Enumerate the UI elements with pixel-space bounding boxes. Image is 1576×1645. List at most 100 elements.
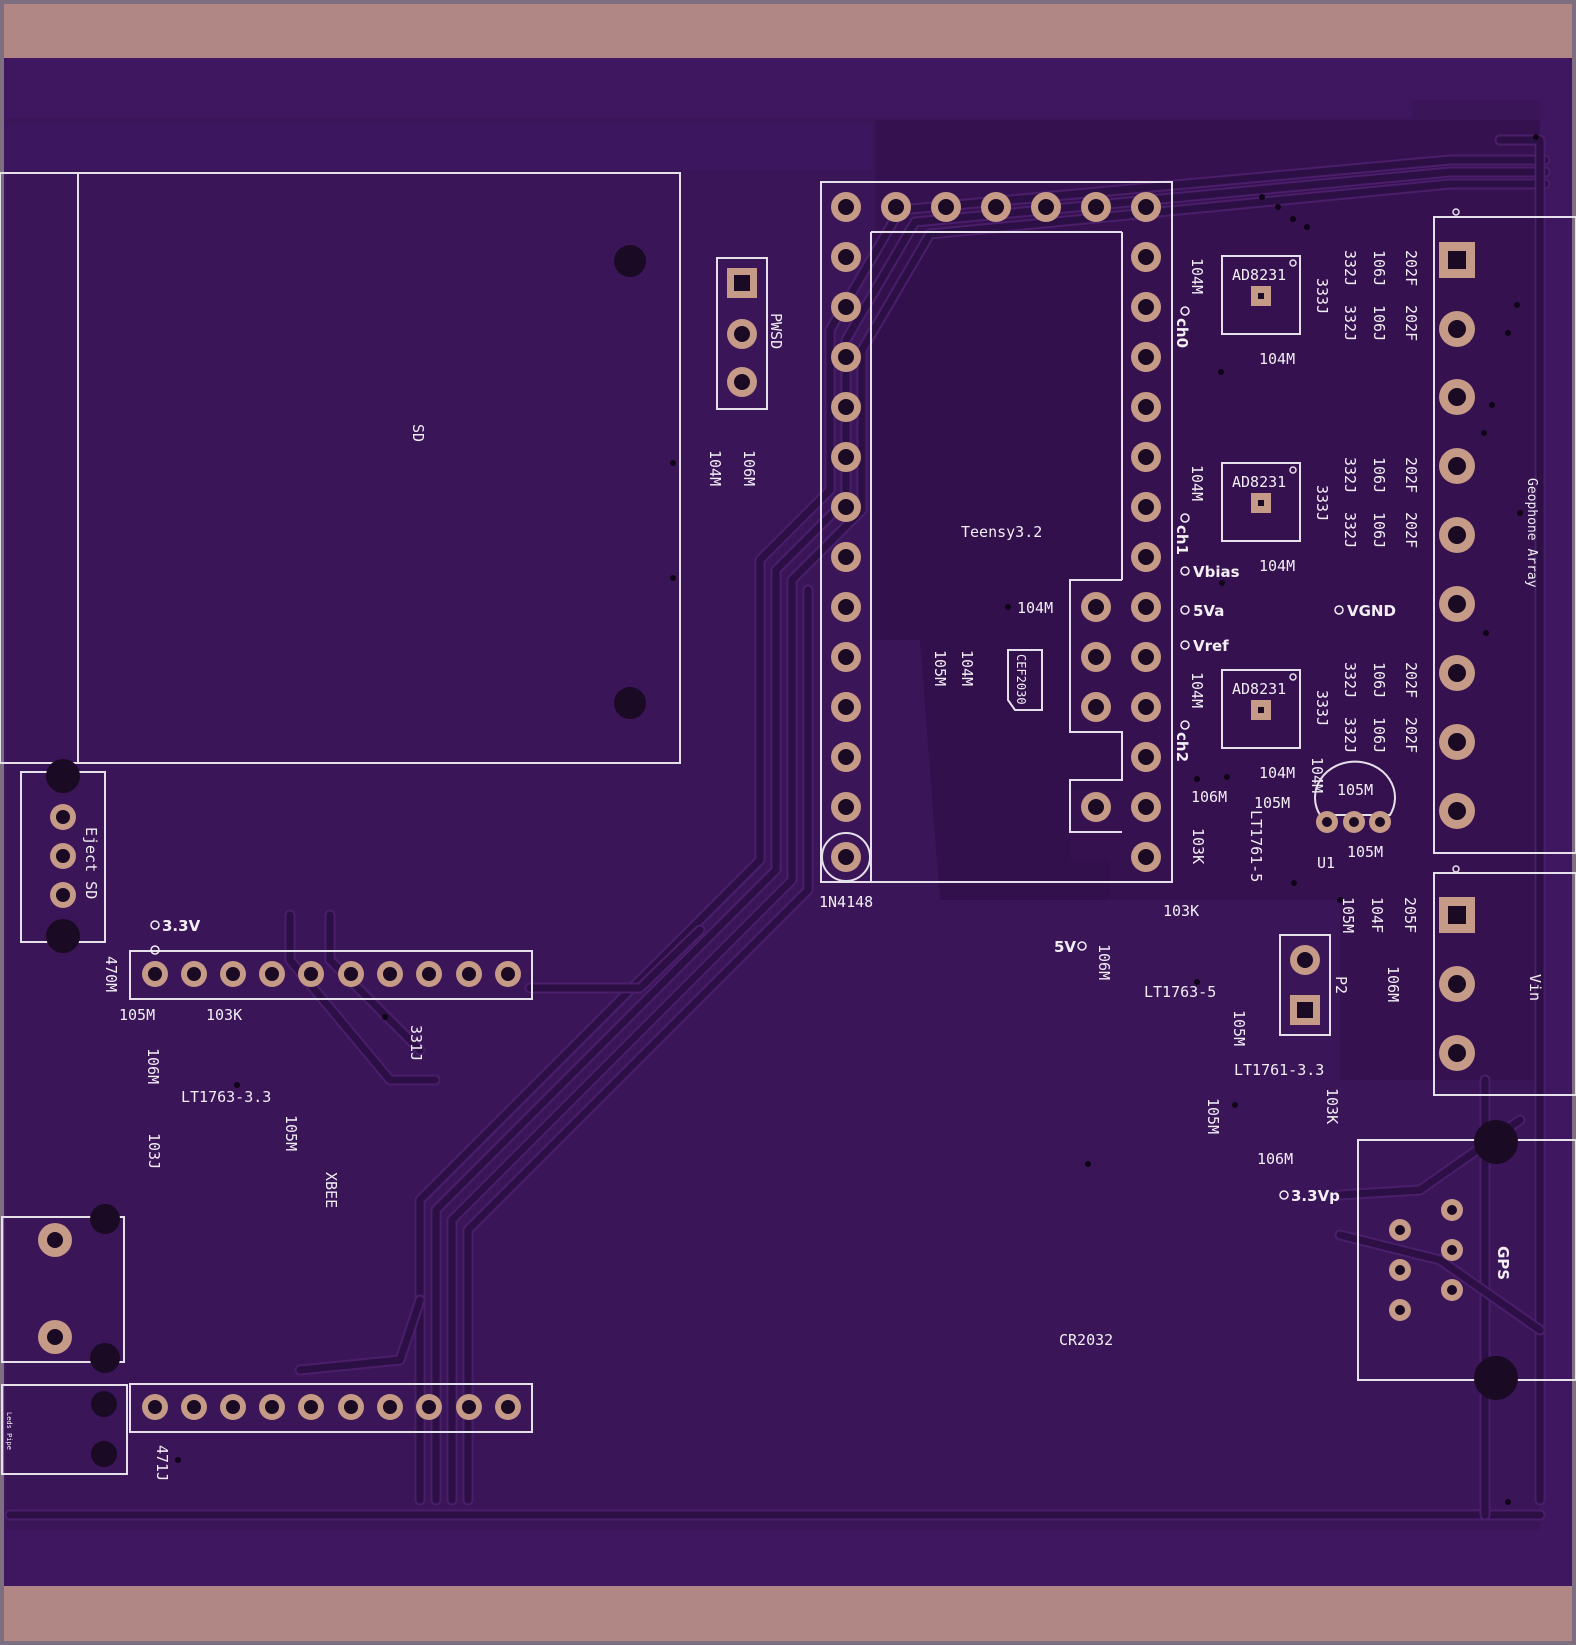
pwsd-header: PWSD: [716, 257, 785, 410]
tp-5va: 5Va: [1193, 602, 1224, 620]
amp-cap-104m-1: 104M: [1259, 557, 1295, 575]
res-103k-b: 103K: [1163, 902, 1199, 920]
cap-104m-sd: 104M: [706, 450, 724, 486]
xbee-header-bottom: [129, 1383, 533, 1433]
bottom-left-connector: [1, 1204, 125, 1373]
amp-passives-1: 333J 332J 332J 106J 106J 202F 202F: [1313, 457, 1420, 548]
amp-cap-104m-2b: 104M: [1188, 672, 1206, 708]
u1-transistor: U1: [1314, 760, 1396, 872]
gps-label: GPS: [1494, 1246, 1512, 1280]
amp-cap-104m-2: 104M: [1259, 764, 1295, 782]
res-332j-0b: 332J: [1341, 305, 1359, 341]
cap-106m-c: 106M: [1095, 944, 1113, 980]
tp-ch2: ch2: [1173, 732, 1191, 762]
res-331j: 331J: [407, 1025, 425, 1061]
res-106j-2a: 106J: [1370, 662, 1388, 698]
res-202f-1a: 202F: [1402, 457, 1420, 493]
res-106j-0b: 106J: [1370, 305, 1388, 341]
cap-104m-u1: 104M: [1308, 757, 1326, 793]
amp-channel-1: AD8231 104M 104M ch1: [1173, 462, 1301, 575]
xbee-header-top: [129, 950, 533, 1000]
cap-106m-b: 106M: [1384, 966, 1402, 1002]
amp-passives-2: 333J 332J 332J 106J 106J 202F 202F: [1313, 662, 1420, 753]
cef2030-label: CEF2030: [1014, 654, 1028, 705]
teensy-pins-left: [821, 242, 871, 882]
vin-label: Vin: [1526, 974, 1544, 1001]
eject-sd-label: Eject SD: [82, 827, 100, 899]
leds-pipe-label: Leds Pipe: [5, 1412, 13, 1450]
res-106j-0a: 106J: [1370, 250, 1388, 286]
cap-470m: 470M: [102, 956, 120, 992]
res-202f-0b: 202F: [1402, 305, 1420, 341]
amp-passives-0: 333J 332J 332J 106J 106J 202F 202F: [1313, 250, 1420, 341]
amp-label-0: AD8231: [1232, 266, 1286, 284]
cap-105m-c: 105M: [1230, 1010, 1248, 1046]
teensy-module: Teensy3.2 1N4148: [819, 181, 1173, 911]
xbee-label: XBEE: [322, 1172, 340, 1208]
res-333j-2: 333J: [1313, 690, 1331, 726]
amp-label-1: AD8231: [1232, 473, 1286, 491]
amp-label-2: AD8231: [1232, 680, 1286, 698]
cap-106m-d: 106M: [1257, 1150, 1293, 1168]
res-333j-0: 333J: [1313, 278, 1331, 314]
teensy-label: Teensy3.2: [961, 523, 1042, 541]
tp-vbias: Vbias: [1193, 563, 1240, 581]
res-106j-1a: 106J: [1370, 457, 1388, 493]
res-333j-1: 333J: [1313, 485, 1331, 521]
tp-3v3: 3.3V: [162, 917, 201, 935]
cap-105m-a: 105M: [1254, 794, 1290, 812]
cap-105m-l: 105M: [119, 1006, 155, 1024]
res-332j-1a: 332J: [1341, 457, 1359, 493]
cap-104f: 104F: [1368, 897, 1386, 933]
res-332j-1b: 332J: [1341, 512, 1359, 548]
p2-label: P2: [1332, 976, 1350, 994]
amp-cap-104m-1b: 104M: [1188, 465, 1206, 501]
test-points-mid: Vbias 5Va Vref VGND 5V 3.3V 3.3Vp: [150, 563, 1396, 1205]
res-332j-0a: 332J: [1341, 250, 1359, 286]
res-103j: 103J: [145, 1133, 163, 1169]
cap-104m-teensy: 104M: [1017, 599, 1053, 617]
amp-cap-104m-0b: 104M: [1188, 258, 1206, 294]
teensy-pins-right: [1131, 242, 1161, 872]
cap-105m-u1b: 105M: [1347, 843, 1383, 861]
vin-header: Vin: [1433, 865, 1576, 1096]
diode-label: 1N4148: [819, 893, 873, 911]
copper-pour-sd: [6, 124, 872, 170]
geophone-array-header: Geophone Array: [1433, 208, 1576, 854]
cap-105m-l2: 105M: [282, 1115, 300, 1151]
tp-ch0: ch0: [1173, 318, 1191, 348]
teensy-pins-inner: [1081, 592, 1111, 822]
sd-card-socket: SD: [0, 172, 681, 764]
res-106j-2b: 106J: [1370, 717, 1388, 753]
geophone-label: Geophone Array: [1524, 478, 1539, 588]
res-103k-c: 103K: [1323, 1088, 1341, 1124]
u1-label: U1: [1317, 854, 1335, 872]
reg-lt1761-3v3: LT1761-3.3: [1234, 1061, 1324, 1079]
pwsd-label: PWSD: [767, 313, 785, 349]
vias: [175, 134, 1539, 1505]
cap-105m-d: 105M: [1204, 1098, 1222, 1134]
tp-5v: 5V: [1054, 938, 1076, 956]
cap-106m-l: 106M: [144, 1048, 162, 1084]
cap-106m-sd: 106M: [740, 450, 758, 486]
power-section-labels: 106M 105M LT1761-5 103K 103K 104M 105M 1…: [1095, 757, 1419, 1168]
amp-channel-0: AD8231 104M 104M ch0: [1173, 255, 1301, 368]
leds-pipe-connector: Leds Pipe: [1, 1384, 128, 1475]
reg-lt1761-5: LT1761-5: [1247, 810, 1265, 882]
res-332j-2a: 332J: [1341, 662, 1359, 698]
top-rail: [4, 4, 1572, 58]
cap-205f: 205F: [1401, 897, 1419, 933]
eject-sd-connector: Eject SD: [20, 759, 106, 953]
cap-105m-teensy: 105M: [931, 650, 949, 686]
tp-vgnd: VGND: [1347, 602, 1396, 620]
cap-105m-b: 105M: [1339, 897, 1357, 933]
amp-channel-2: AD8231 104M 104M ch2: [1173, 669, 1301, 782]
amp-cap-104m-0: 104M: [1259, 350, 1295, 368]
reg-lt1763-3v3: LT1763-3.3: [181, 1088, 271, 1106]
res-202f-0a: 202F: [1402, 250, 1420, 286]
cap-105m-u1: 105M: [1337, 781, 1373, 799]
left-passive-labels: 470M 105M 103K 331J 106M LT1763-3.3 105M…: [102, 956, 1113, 1481]
battery-label: CR2032: [1059, 1331, 1113, 1349]
